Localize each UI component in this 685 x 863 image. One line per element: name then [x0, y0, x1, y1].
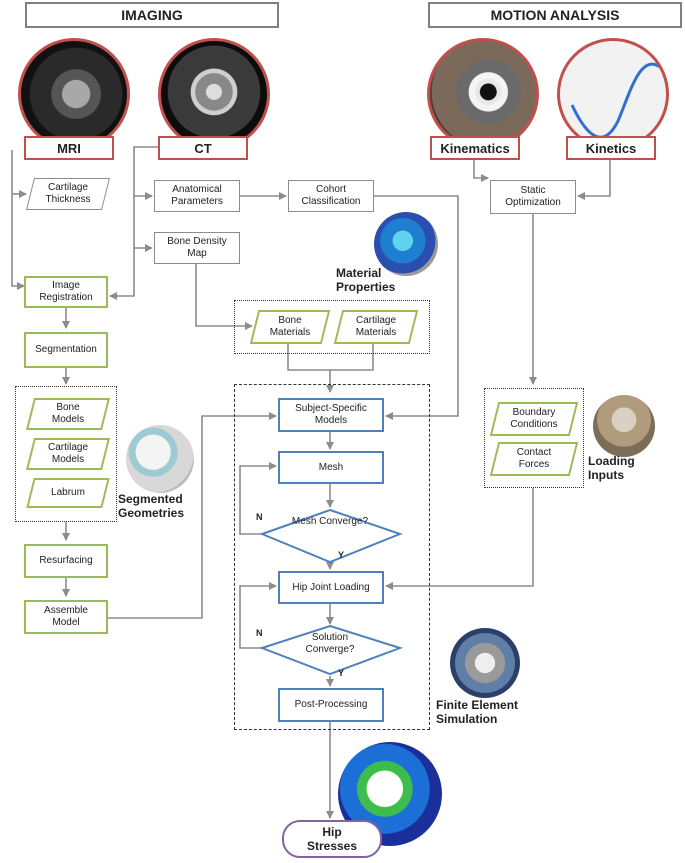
contact-forces-text: Contact Forces [516, 447, 552, 470]
bone-materials-text: Bone Materials [269, 315, 311, 338]
solution-yes-label: Y [338, 668, 345, 678]
ct-label: CT [158, 136, 248, 160]
anatomical-parameters-node: Anatomical Parameters [154, 180, 240, 212]
cartilage-materials-node: Cartilage Materials [338, 310, 414, 344]
anatomical-parameters-text: Anatomical Parameters [171, 184, 223, 207]
segmented-geometries-label: Segmented Geometries [118, 492, 185, 520]
mesh-converge-diamond [259, 508, 403, 564]
mesh-node: Mesh [278, 451, 384, 484]
subject-specific-models-text: Subject-Specific Models [295, 403, 367, 426]
post-processing-text: Post-Processing [294, 699, 368, 710]
image-registration-node: Image Registration [24, 276, 108, 308]
bone-models-node: Bone Models [30, 398, 106, 430]
bone-models-text: Bone Models [51, 402, 85, 425]
solution-no-label: N [256, 628, 263, 638]
kinetics-wave-image [557, 38, 669, 150]
bone-materials-node: Bone Materials [254, 310, 326, 344]
hip-stresses-text: Hip Stresses [306, 825, 358, 853]
boundary-conditions-node: Boundary Conditions [494, 402, 574, 436]
loading-inputs-label: Loading Inputs [588, 454, 635, 482]
post-processing-node: Post-Processing [278, 688, 384, 722]
mesh-yes-label: Y [338, 550, 345, 560]
ct-image [158, 38, 270, 150]
imaging-header: IMAGING [25, 2, 279, 28]
labrum-node: Labrum [30, 478, 106, 508]
finite-element-simulation-group [234, 384, 430, 730]
resurfacing-node: Resurfacing [24, 544, 108, 578]
finite-element-image [450, 628, 520, 698]
material-properties-label: Material Properties [336, 266, 396, 294]
material-properties-group [234, 300, 430, 354]
hip-stresses-node: Hip Stresses [282, 820, 382, 858]
hip-joint-loading-node: Hip Joint Loading [278, 571, 384, 604]
labrum-text: Labrum [51, 487, 85, 498]
mri-image [18, 38, 130, 150]
mesh-text: Mesh [318, 461, 344, 473]
hip-joint-loading-text: Hip Joint Loading [292, 581, 370, 593]
assemble-model-text: Assemble Model [44, 605, 88, 628]
solution-converge-text: Solution Converge? [305, 632, 355, 655]
bone-density-map-node: Bone Density Map [154, 232, 240, 264]
cartilage-models-text: Cartilage Models [47, 442, 89, 465]
boundary-conditions-text: Boundary Conditions [510, 407, 558, 430]
static-optimization-node: Static Optimization [490, 180, 576, 214]
segmentation-text: Segmentation [35, 344, 97, 355]
cartilage-thickness-node: Cartilage Thickness [30, 178, 106, 210]
cartilage-models-node: Cartilage Models [30, 438, 106, 470]
mri-label: MRI [24, 136, 114, 160]
mesh-no-label: N [256, 512, 263, 522]
subject-specific-models-node: Subject-Specific Models [278, 398, 384, 432]
loading-inputs-image [593, 395, 655, 457]
segmented-geometries-group [15, 386, 117, 522]
kinematics-camera-image [427, 38, 539, 150]
bone-density-map-text: Bone Density Map [167, 236, 227, 259]
segmentation-node: Segmentation [24, 332, 108, 368]
material-properties-image [374, 212, 438, 276]
cartilage-thickness-text: Cartilage Thickness [45, 182, 91, 205]
image-registration-text: Image Registration [39, 280, 93, 303]
resurfacing-text: Resurfacing [39, 555, 93, 566]
cohort-classification-node: Cohort Classification [288, 180, 374, 212]
static-optimization-text: Static Optimization [505, 185, 561, 208]
segmented-geometry-image [126, 425, 194, 493]
finite-element-simulation-label: Finite Element Simulation [436, 698, 519, 726]
loading-inputs-group [484, 388, 584, 488]
solution-converge-diamond [258, 624, 404, 676]
contact-forces-node: Contact Forces [494, 442, 574, 476]
cohort-classification-text: Cohort Classification [301, 184, 361, 207]
kinetics-label: Kinetics [566, 136, 656, 160]
cartilage-materials-text: Cartilage Materials [355, 315, 397, 338]
mesh-converge-text: Mesh Converge? [291, 516, 369, 527]
kinetics-curve-icon [570, 62, 661, 139]
motion-analysis-header: MOTION ANALYSIS [428, 2, 682, 28]
kinematics-label: Kinematics [430, 136, 520, 160]
assemble-model-node: Assemble Model [24, 600, 108, 634]
